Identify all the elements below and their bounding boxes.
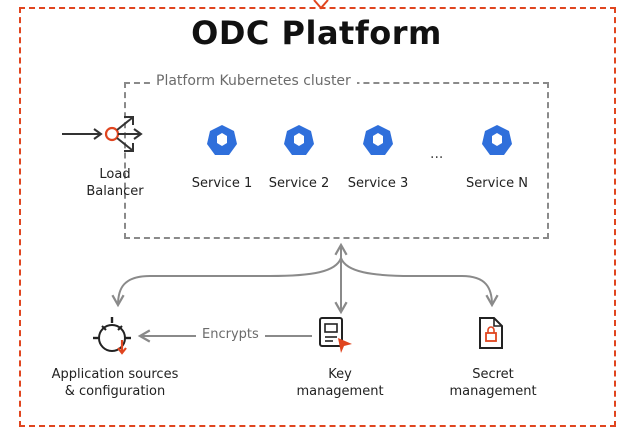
app-sources-label: Application sources & configuration [30, 366, 200, 400]
connector-lines [111, 242, 499, 343]
app-sources-label-line1: Application sources [51, 367, 179, 382]
service-label: Service N [466, 176, 528, 191]
key-management-label-line2: management [296, 384, 384, 399]
secret-management-label-line1: Secret [472, 367, 514, 382]
key-management-icon [319, 317, 352, 353]
diagram-title: ODC Platform [191, 14, 442, 52]
load-balancer-label-line2: Balancer [86, 184, 144, 199]
service-label: Service 2 [268, 176, 330, 191]
kubernetes-icon [207, 125, 237, 155]
secret-icon [479, 317, 503, 349]
encrypts-edge-label: Encrypts [196, 327, 265, 342]
load-balancer-icon [62, 116, 143, 152]
key-management-label: Key management [275, 366, 405, 400]
kubernetes-icon [284, 125, 314, 155]
load-balancer-label: Load Balancer [70, 166, 160, 200]
more-services-ellipsis: ... [430, 146, 444, 162]
top-marker-icon [313, 0, 329, 10]
secret-management-label-line2: management [449, 384, 537, 399]
service-label: Service 1 [191, 176, 253, 191]
app-sources-label-line2: & configuration [64, 384, 166, 399]
secret-management-label: Secret management [428, 366, 558, 400]
platform-boundary [19, 7, 616, 427]
kubernetes-icon [482, 125, 512, 155]
cluster-label: Platform Kubernetes cluster [150, 73, 357, 89]
source-icon [93, 317, 131, 355]
service-label: Service 3 [347, 176, 409, 191]
kubernetes-cluster-boundary-right [547, 82, 549, 239]
key-management-label-line1: Key [328, 367, 352, 382]
kubernetes-icon [363, 125, 393, 155]
load-balancer-label-line1: Load [99, 167, 131, 182]
